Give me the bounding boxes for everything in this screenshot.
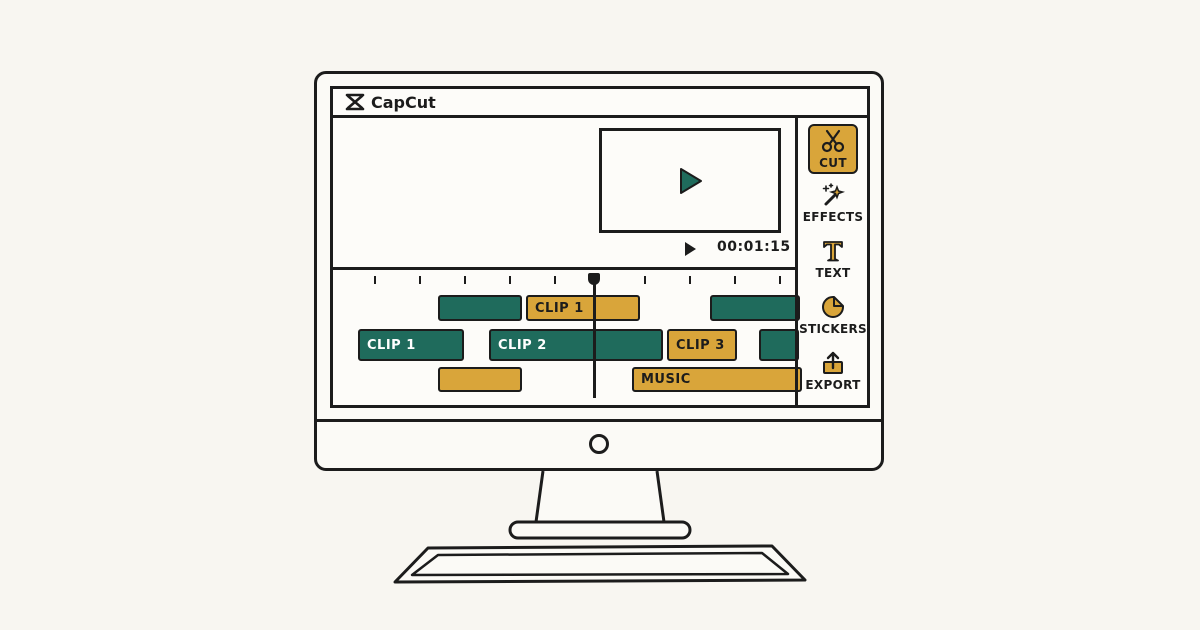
video-preview[interactable] <box>599 128 781 233</box>
time-tick <box>779 276 781 284</box>
app-name: CapCut <box>371 92 436 112</box>
time-tick <box>554 276 556 284</box>
capcut-logo-icon <box>345 93 365 111</box>
timeline[interactable]: CLIP 1 CLIP 1 CLIP 2 CLIP 3 MUSIC <box>333 267 802 405</box>
timeline-clip[interactable]: CLIP 2 <box>489 329 663 361</box>
tool-cut[interactable]: CUT <box>801 124 865 176</box>
tool-label: STICKERS <box>799 322 867 336</box>
play-icon[interactable] <box>675 166 705 196</box>
tool-text[interactable]: TEXT <box>801 238 865 290</box>
tool-label: EFFECTS <box>802 210 864 224</box>
timecode: 00:01:15 <box>717 239 791 255</box>
time-tick <box>689 276 691 284</box>
tool-stickers[interactable]: STICKERS <box>799 294 867 346</box>
timeline-clip[interactable] <box>438 367 522 392</box>
title-bar: CapCut <box>333 89 867 118</box>
tool-export[interactable]: EXPORT <box>801 350 865 402</box>
scissors-icon <box>821 129 845 153</box>
playhead-handle[interactable] <box>588 273 600 285</box>
sticker-icon <box>822 296 844 318</box>
timeline-clip[interactable] <box>438 295 522 321</box>
play-button[interactable] <box>682 241 698 257</box>
time-tick <box>464 276 466 284</box>
tool-label: EXPORT <box>805 378 861 392</box>
audio-track[interactable]: MUSIC <box>632 367 802 392</box>
monitor-chin <box>314 419 884 422</box>
time-tick <box>509 276 511 284</box>
playhead[interactable] <box>593 274 596 398</box>
tool-label: TEXT <box>815 266 851 280</box>
timeline-clip[interactable] <box>759 329 799 361</box>
timeline-clip[interactable] <box>710 295 800 321</box>
time-tick <box>419 276 421 284</box>
app-window: CapCut 00:01:15 CLIP 1 CLIP 1 <box>330 86 870 408</box>
text-icon <box>823 241 843 262</box>
time-tick <box>734 276 736 284</box>
magic-wand-icon <box>822 183 846 206</box>
timeline-clip[interactable]: CLIP 1 <box>358 329 464 361</box>
export-icon <box>823 351 843 374</box>
tool-panel: CUT EFFECTS TEXT <box>795 118 867 405</box>
tool-label: CUT <box>819 156 847 170</box>
timeline-clip[interactable]: CLIP 1 <box>526 295 640 321</box>
tool-effects[interactable]: EFFECTS <box>801 182 865 234</box>
time-tick <box>374 276 376 284</box>
timeline-clip[interactable]: CLIP 3 <box>667 329 737 361</box>
time-tick <box>644 276 646 284</box>
power-button <box>589 434 609 454</box>
